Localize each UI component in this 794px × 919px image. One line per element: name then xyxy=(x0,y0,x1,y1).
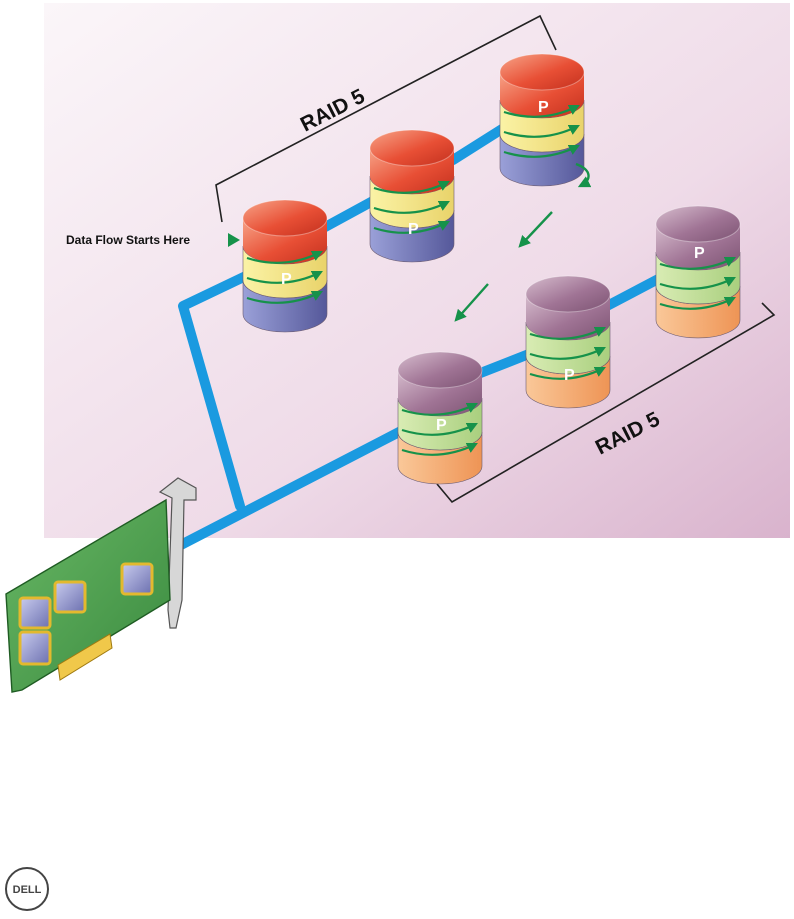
dell-logo-text: DELL xyxy=(13,884,42,896)
parity-label: P xyxy=(408,221,419,238)
disk-drive: P xyxy=(656,206,740,338)
disk-drive: P xyxy=(500,54,584,186)
disk-top xyxy=(370,130,454,166)
disk-top xyxy=(398,352,482,388)
parity-label: P xyxy=(281,271,292,288)
parity-label: P xyxy=(538,99,549,116)
parity-label: P xyxy=(694,245,705,262)
card-chip xyxy=(20,632,50,664)
disk-top xyxy=(243,200,327,236)
disk-top xyxy=(526,276,610,312)
card-chip xyxy=(55,582,85,612)
parity-label: P xyxy=(564,367,575,384)
card-chip xyxy=(122,564,152,594)
disk-drive: P xyxy=(243,200,327,332)
card-chip xyxy=(20,598,50,628)
disk-drive: P xyxy=(526,276,610,408)
parity-label: P xyxy=(436,417,447,434)
disk-drive: P xyxy=(370,130,454,262)
dell-logo: DELL xyxy=(4,866,50,912)
data-flow-start-label: Data Flow Starts Here xyxy=(66,233,190,247)
disk-top xyxy=(500,54,584,90)
disk-drive: P xyxy=(398,352,482,484)
disk-top xyxy=(656,206,740,242)
